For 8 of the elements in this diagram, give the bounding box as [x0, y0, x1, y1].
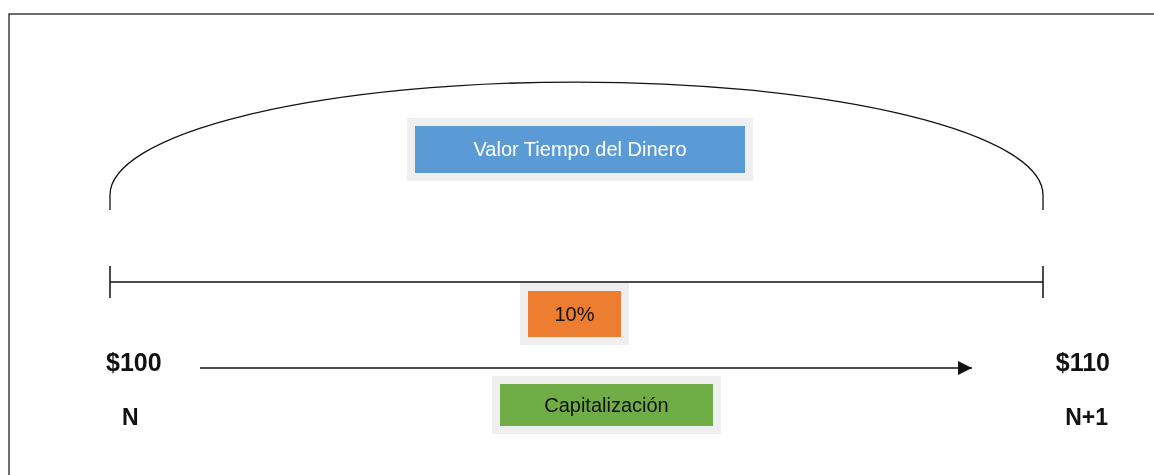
amount-text: $110 — [1055, 347, 1110, 377]
title-box: Valor Tiempo del Dinero — [407, 118, 753, 181]
rate-box: 10% — [520, 283, 629, 345]
period-label: N+1 — [1065, 404, 1108, 431]
amount-text: $100 — [106, 347, 162, 377]
arrow — [199, 361, 973, 375]
period-label: N — [122, 404, 139, 431]
process-box: Capitalización — [492, 376, 721, 434]
